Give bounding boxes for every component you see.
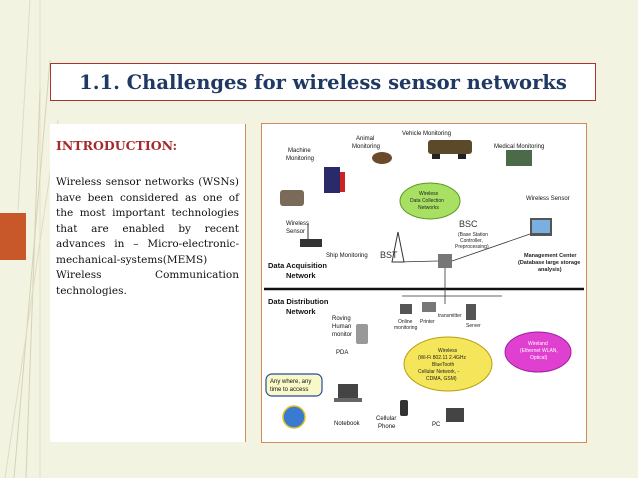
label-data-acquisition-1: Data Acquisition	[268, 261, 327, 270]
people-icon	[280, 190, 304, 206]
server-icon	[466, 304, 476, 320]
label-pc: PC	[432, 422, 441, 428]
label-wireland-2: (Ethernet WLAN,	[520, 348, 558, 354]
label-pda: PDA	[336, 350, 348, 356]
accent-bar	[0, 213, 26, 260]
label-data-distribution-1: Data Distribution	[268, 297, 329, 306]
label-printer: Printer	[420, 319, 435, 325]
label-bsc-detail-3: Preprocessing)	[455, 244, 489, 250]
label-wireland-1: Wireland	[528, 341, 548, 347]
label-wireless-sensor-left-1: Wireless	[286, 221, 309, 227]
intro-body: Wireless sensor networks (WSNs) have bee…	[56, 176, 239, 297]
label-wireland-3: Optical)	[530, 355, 548, 361]
label-wireless-cloud-1: Wireless	[438, 348, 458, 354]
label-anywhere-2: time to access	[270, 387, 308, 393]
label-online-2: monitoring	[394, 325, 418, 331]
anywhere-bubble	[265, 373, 323, 397]
wireland-cloud	[504, 331, 572, 373]
wireless-cloud	[403, 336, 493, 392]
intro-heading: INTRODUCTION:	[56, 138, 178, 153]
cellular-phone-icon	[400, 400, 408, 416]
label-roving-1: Roving	[332, 316, 351, 322]
label-ship: Ship Monitoring	[326, 253, 368, 259]
label-data-acquisition-2: Network	[286, 271, 316, 280]
label-server: Server	[466, 323, 481, 329]
label-wireless-cloud-3: BlueTooth	[432, 362, 454, 368]
label-roving-3: monitor	[332, 332, 352, 338]
label-machine-2: Monitoring	[286, 156, 314, 162]
label-data-collection-2: Data Collection	[410, 198, 444, 204]
label-wireless-cloud-4: Cellular Network, -	[418, 369, 459, 375]
notebook-icon	[334, 384, 362, 402]
label-animal-1: Animal	[356, 136, 374, 142]
online-monitor-icon	[400, 304, 412, 314]
machine-icon	[324, 167, 345, 193]
label-mgmt-2: (Database large storage	[518, 260, 580, 266]
printer-icon	[422, 302, 436, 312]
label-wireless-sensor-left-2: Sensor	[286, 229, 305, 235]
label-wireless-sensor-right: Wireless Sensor	[526, 196, 570, 202]
label-roving-2: Human	[332, 324, 351, 330]
intro-text-box: INTRODUCTION: Wireless sensor networks (…	[50, 124, 246, 442]
label-mgmt-3: analysis)	[538, 267, 562, 273]
label-bsc-detail-1: (Base Station	[458, 232, 488, 238]
data-collection-cloud	[399, 182, 461, 220]
label-data-distribution-2: Network	[286, 307, 316, 316]
label-vehicle: Vehicle Monitoring	[402, 131, 451, 137]
label-notebook: Notebook	[334, 421, 361, 427]
label-cellular-2: Phone	[378, 424, 396, 430]
label-online-1: Online	[398, 319, 413, 325]
pda-icon	[356, 324, 368, 344]
label-bsc: BSC	[459, 219, 478, 229]
label-wireless-cloud-2: (Wi-Fi 802.11 2.4GHz	[418, 355, 466, 361]
vehicle-icon	[428, 140, 472, 159]
pc-icon	[446, 408, 464, 422]
label-data-collection-1: Wireless	[419, 191, 439, 197]
label-mgmt-1: Management Center	[524, 253, 577, 259]
bsc-device-icon	[438, 254, 452, 268]
label-machine-1: Machine	[288, 148, 311, 154]
label-animal-2: Monitoring	[352, 144, 380, 150]
label-bsc-detail-2: Controller,	[460, 238, 483, 244]
wsn-diagram: Machine Monitoring Animal Monitoring Veh…	[261, 123, 587, 443]
title-box: 1.1. Challenges for wireless sensor netw…	[50, 63, 596, 101]
animal-icon	[372, 152, 392, 164]
label-medical: Medical Monitoring	[494, 144, 544, 150]
medical-icon	[506, 150, 532, 166]
slide-title: 1.1. Challenges for wireless sensor netw…	[79, 70, 567, 94]
label-wireless-cloud-5: CDMA, GSM)	[426, 376, 457, 382]
globe-icon	[282, 405, 306, 429]
label-data-collection-3: Networks	[418, 205, 439, 211]
label-anywhere-1: Any where, any	[270, 379, 311, 385]
label-bst: BST	[380, 250, 398, 260]
label-cellular-1: Cellular	[376, 416, 396, 422]
management-center-icon	[530, 218, 552, 236]
label-transmitter: transmitter	[438, 313, 462, 319]
ship-icon	[300, 224, 322, 247]
